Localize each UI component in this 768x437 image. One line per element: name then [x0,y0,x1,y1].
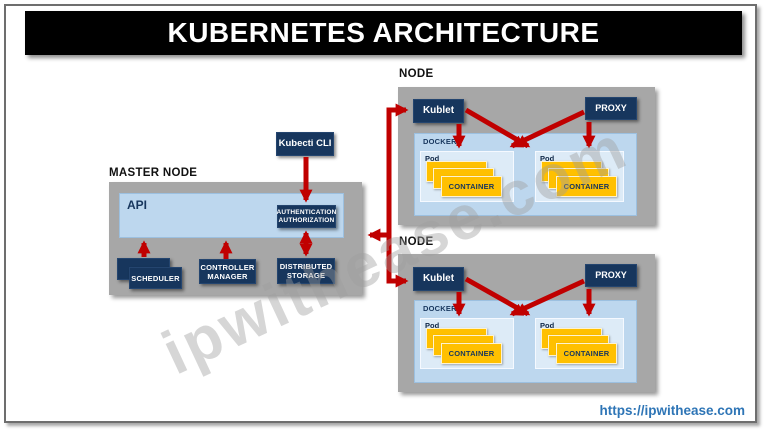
node1-pod1-container-label: CONTAINER [448,182,495,191]
node2-box: Kublet PROXY DOCKER Pod CONTAINER Pod CO… [398,254,655,392]
footer-url: https://ipwithease.com [599,403,745,418]
controller-manager-box: CONTROLLER MANAGER [199,259,256,284]
api-label: API [127,198,148,212]
node2-label: NODE [399,236,434,248]
kubectl-cli-label: Kubecti CLI [278,138,332,150]
authorization-label: AUTHORIZATION [278,216,335,224]
node2-pod1: Pod CONTAINER [420,318,514,369]
node1-box: Kublet PROXY DOCKER Pod CONTAINER Pod CO… [398,87,655,225]
scheduler-box: SCHEDULER [129,267,182,289]
node2-pod1-label: Pod [425,321,440,330]
node2-kubelet-box: Kublet [413,267,464,291]
storage-label-line2: STORAGE [286,271,326,280]
node1-proxy-label: PROXY [595,103,627,114]
node2-docker-box: DOCKER Pod CONTAINER Pod CONTAINER [414,300,637,383]
authentication-authorization-box: AUTHENTICATION AUTHORIZATION [276,205,337,228]
node2-pod2-container-label: CONTAINER [563,349,610,358]
node2-kubelet-label: Kublet [422,273,455,284]
node2-pod2: Pod CONTAINER [535,318,624,369]
node1-proxy-box: PROXY [585,97,637,120]
kubectl-cli-box: Kubecti CLI [276,132,334,156]
controller-label-line1: CONTROLLER [200,262,255,272]
page-title: KUBERNETES ARCHITECTURE [167,17,600,48]
node2-pod1-container-label: CONTAINER [448,349,495,358]
node2-pod2-container-front: CONTAINER [556,343,617,364]
distributed-storage-box: DISTRIBUTED STORAGE [277,258,335,284]
scheduler-label: SCHEDULER [131,273,180,283]
node1-docker-label: DOCKER [423,137,457,146]
node2-proxy-label: PROXY [595,270,627,281]
title-banner: KUBERNETES ARCHITECTURE [25,11,742,55]
node1-pod2-container-label: CONTAINER [563,182,610,191]
node1-pod1-label: Pod [425,154,440,163]
node2-docker-label: DOCKER [423,304,457,313]
node1-pod2-label: Pod [540,154,555,163]
controller-label-line2: MANAGER [207,271,248,281]
authentication-label: AUTHENTICATION [276,208,337,216]
node1-kubelet-label: Kublet [422,105,455,116]
node1-kubelet-box: Kublet [413,99,464,123]
node1-pod1-container-front: CONTAINER [441,176,502,197]
storage-label-line1: DISTRIBUTED [279,262,333,271]
node2-pod1-container-front: CONTAINER [441,343,502,364]
node1-pod2: Pod CONTAINER [535,151,624,202]
master-node-box: API AUTHENTICATION AUTHORIZATION SCHEDUL… [109,182,362,295]
node1-docker-box: DOCKER Pod CONTAINER Pod CONTAINER [414,133,637,216]
master-node-label: MASTER NODE [109,167,198,179]
node1-pod1: Pod CONTAINER [420,151,514,202]
node2-pod2-label: Pod [540,321,555,330]
node2-proxy-box: PROXY [585,264,637,287]
node1-label: NODE [399,68,434,80]
node1-pod2-container-front: CONTAINER [556,176,617,197]
